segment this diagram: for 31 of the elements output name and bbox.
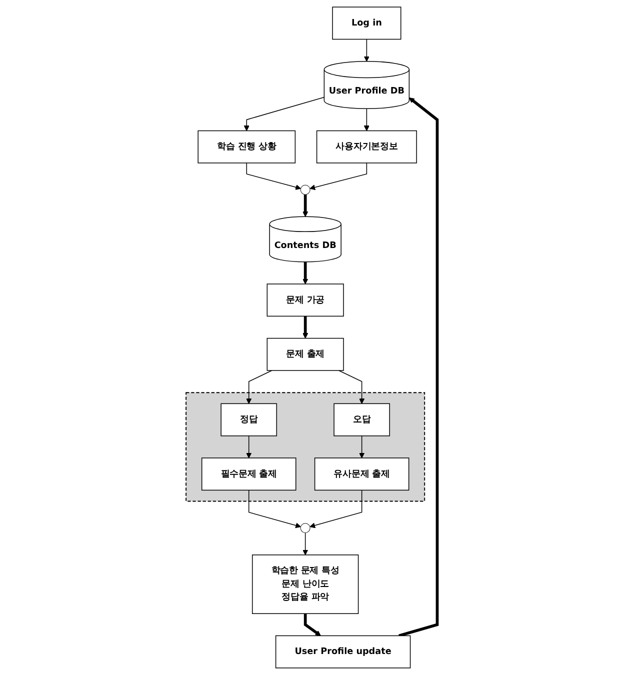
arrow <box>246 435 252 458</box>
arrow <box>304 614 322 636</box>
node-box: 오답 <box>334 403 390 436</box>
arrow <box>302 532 308 556</box>
node-box: 사용자기본정보 <box>316 130 418 164</box>
arrow <box>338 370 365 404</box>
cluster <box>186 392 426 502</box>
arrow <box>248 490 302 528</box>
node-box: 문제 출제 <box>267 338 344 371</box>
node-box: 필수문제 출제 <box>202 458 297 491</box>
arrow <box>302 194 308 217</box>
arrow <box>364 38 370 62</box>
arrow <box>364 108 370 131</box>
node-box: 학습 진행 상황 <box>198 130 296 164</box>
node-circle <box>300 184 311 195</box>
arrow <box>398 97 439 638</box>
node-circle <box>300 523 311 534</box>
arrow <box>246 162 302 190</box>
arrow <box>244 96 325 131</box>
node-box: 문제 가공 <box>267 284 344 317</box>
node-box: 학습한 문제 특성 문제 난이도 정답율 파악 <box>252 554 360 614</box>
arrow <box>310 162 368 190</box>
arrow <box>302 262 308 284</box>
arrow <box>302 316 308 339</box>
node-box: Log in <box>332 6 402 40</box>
arrow <box>246 370 273 404</box>
node-box: User Profile update <box>276 635 412 668</box>
arrow <box>310 490 363 528</box>
node-box: 정답 <box>221 403 278 436</box>
arrow <box>359 435 365 458</box>
node-box: 유사문제 출제 <box>314 458 410 491</box>
